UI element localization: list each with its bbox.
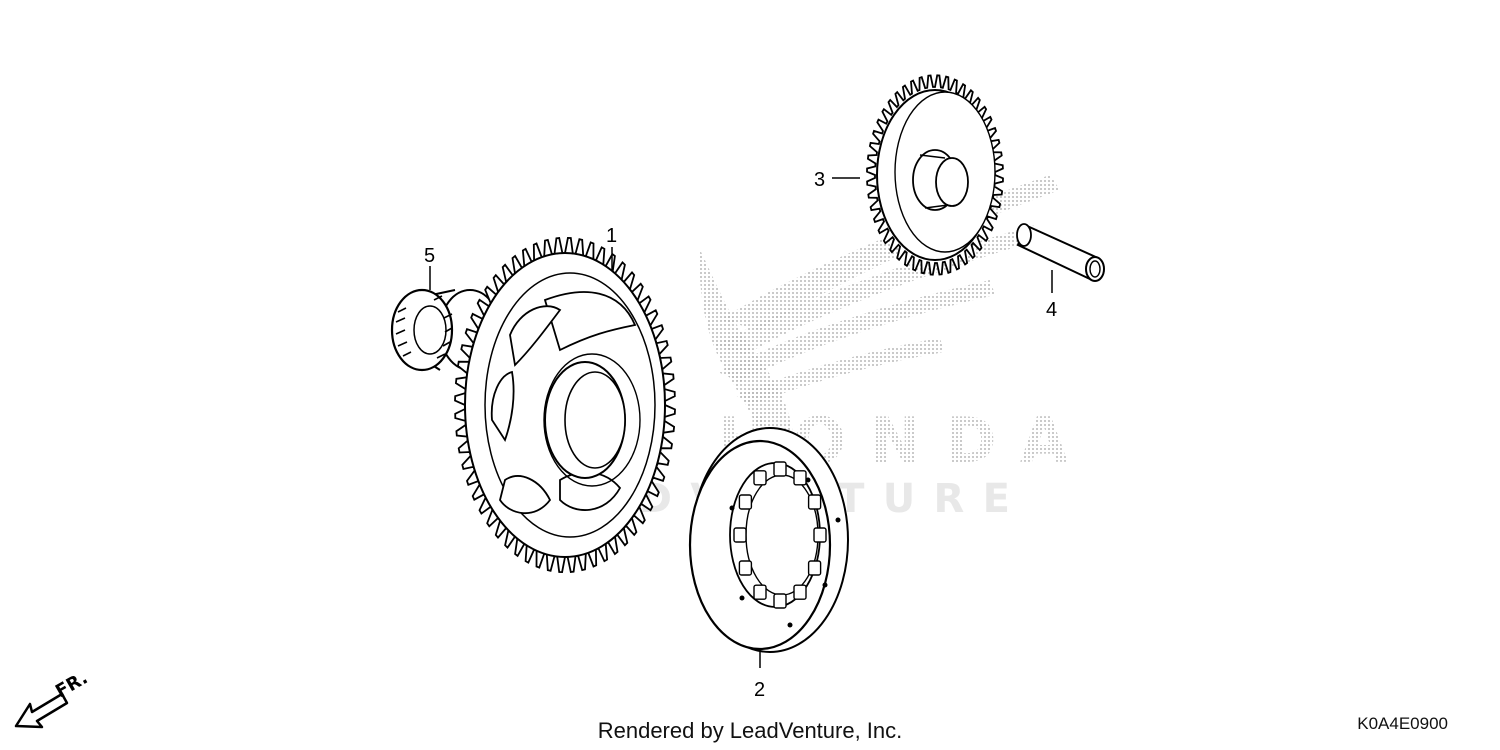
front-arrow-icon: [14, 692, 69, 729]
callout-1[interactable]: 1: [606, 225, 617, 247]
starter-driven-gear-part-1[interactable]: [454, 236, 676, 574]
sprag-cell: [807, 560, 822, 576]
sprag-cell: [738, 494, 753, 510]
diagram-code: K0A4E0900: [1357, 714, 1448, 733]
callout-4[interactable]: 4: [1046, 299, 1057, 321]
render-credit: Rendered by LeadVenture, Inc.: [597, 718, 903, 743]
sprag-cell: [773, 461, 787, 477]
one-way-clutch-part-2[interactable]: [688, 427, 849, 668]
sprag-cell: [753, 470, 767, 486]
sprag-cell: [807, 494, 822, 510]
callout-5[interactable]: 5: [424, 245, 435, 267]
sprag-cell: [733, 527, 747, 543]
callout-3[interactable]: 3: [814, 169, 825, 191]
sprag-cell: [773, 593, 787, 609]
idle-gear-part-3[interactable]: [866, 74, 1004, 276]
sprag-cell: [738, 560, 753, 576]
sprag-cell: [793, 584, 807, 600]
sprag-cell: [813, 527, 827, 543]
sprag-cell: [793, 470, 807, 486]
idle-gear-shaft-part-4[interactable]: [1016, 223, 1105, 293]
callout-2[interactable]: 2: [754, 679, 765, 701]
sprag-cell: [753, 584, 767, 600]
